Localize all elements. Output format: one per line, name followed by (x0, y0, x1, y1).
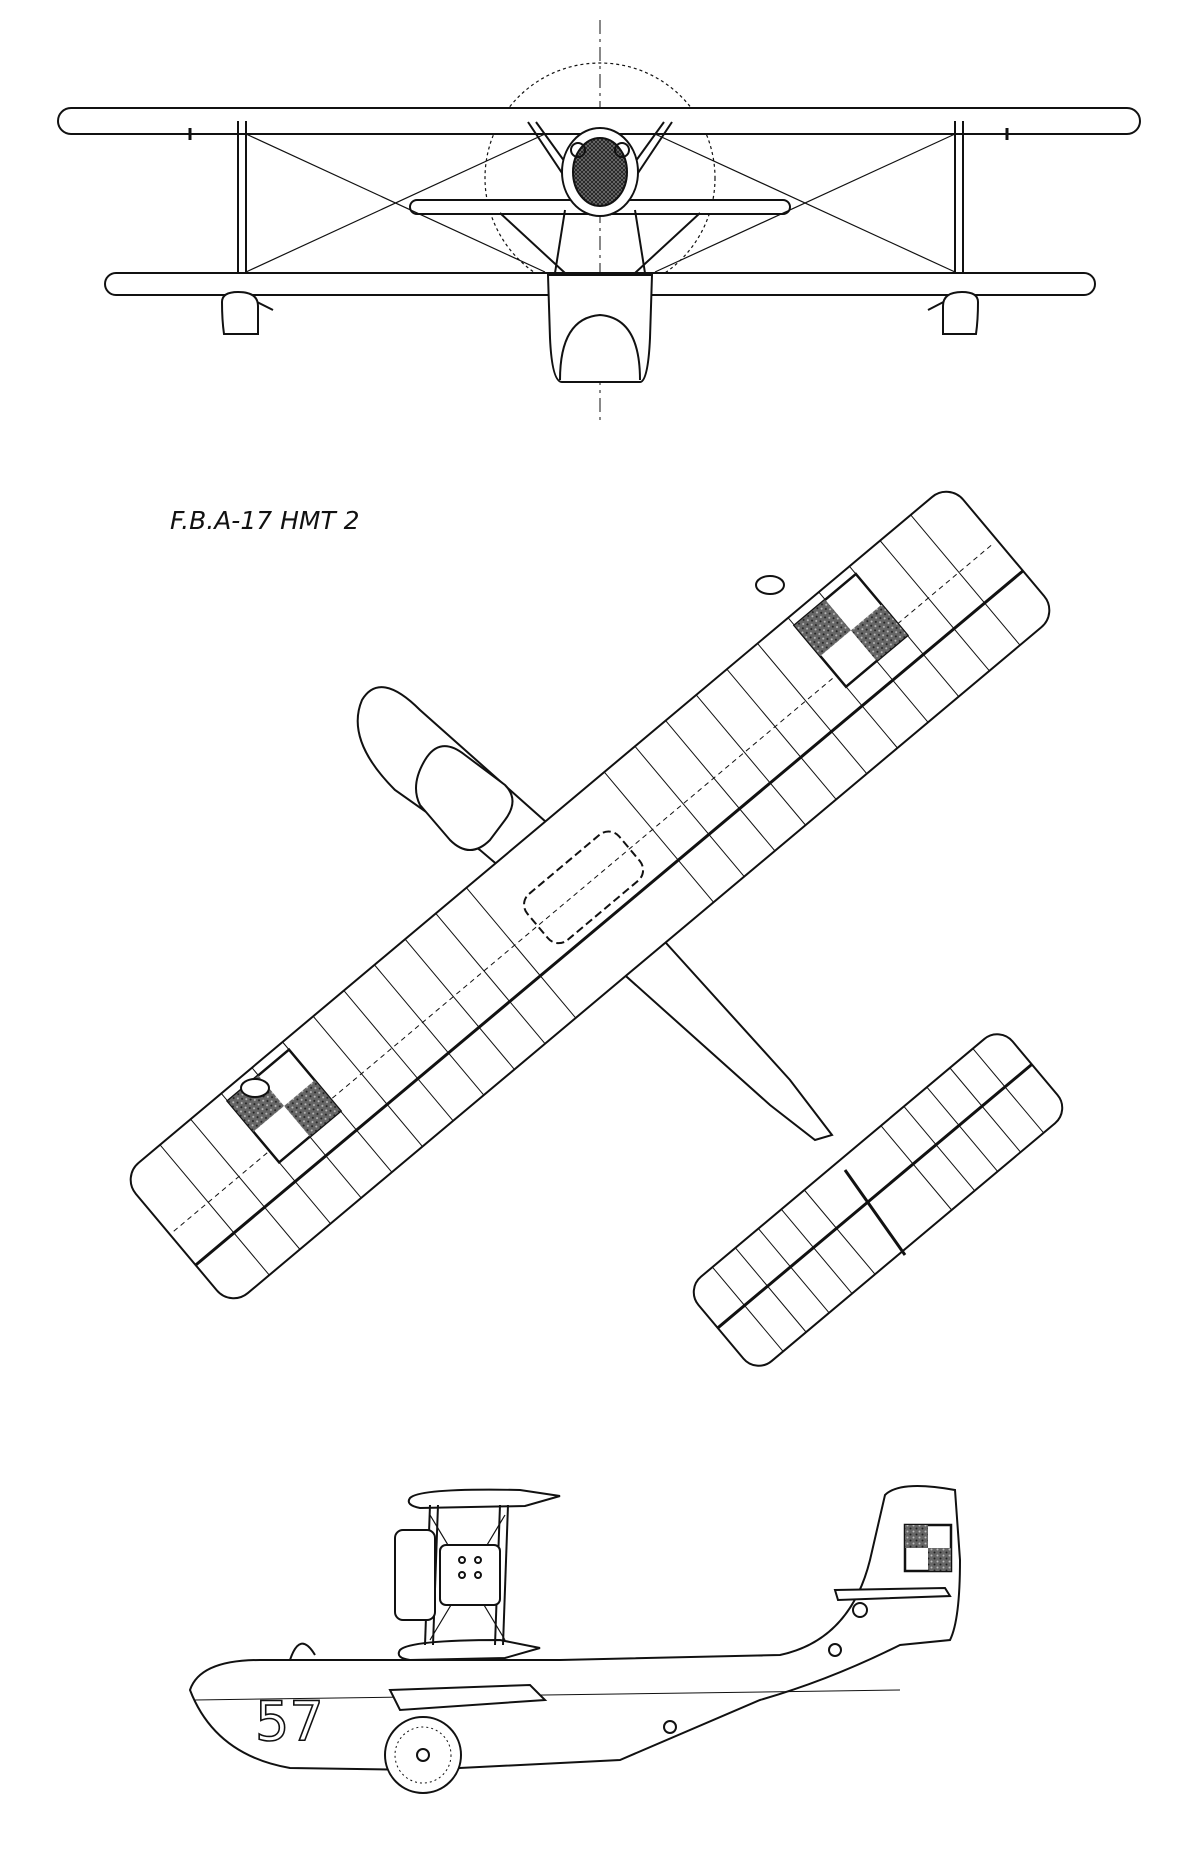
lower-wing-side (397, 1638, 541, 1662)
cockpit (415, 745, 514, 851)
hull-number: 57 (255, 1690, 324, 1753)
roundel-upper-right (792, 572, 910, 689)
side-view: 57 (188, 1485, 962, 1794)
upper-wing-top (129, 490, 1051, 1300)
beaching-wheel (384, 1716, 462, 1794)
wing-float-right (927, 290, 980, 335)
hull-front (546, 274, 654, 383)
roundel-fin (903, 1523, 953, 1573)
drawing-title: F.B.A-17 HMT 2 (170, 506, 360, 535)
roundel-upper-left (225, 1047, 343, 1165)
radiator-grille (572, 137, 628, 207)
tailplane-top (692, 1033, 1064, 1367)
engine-side (394, 1529, 436, 1621)
upper-wing-side (407, 1488, 561, 1510)
top-view (129, 490, 1064, 1367)
wing-float-left (220, 290, 274, 335)
hull-side (188, 1485, 962, 1772)
front-view (57, 20, 1141, 420)
